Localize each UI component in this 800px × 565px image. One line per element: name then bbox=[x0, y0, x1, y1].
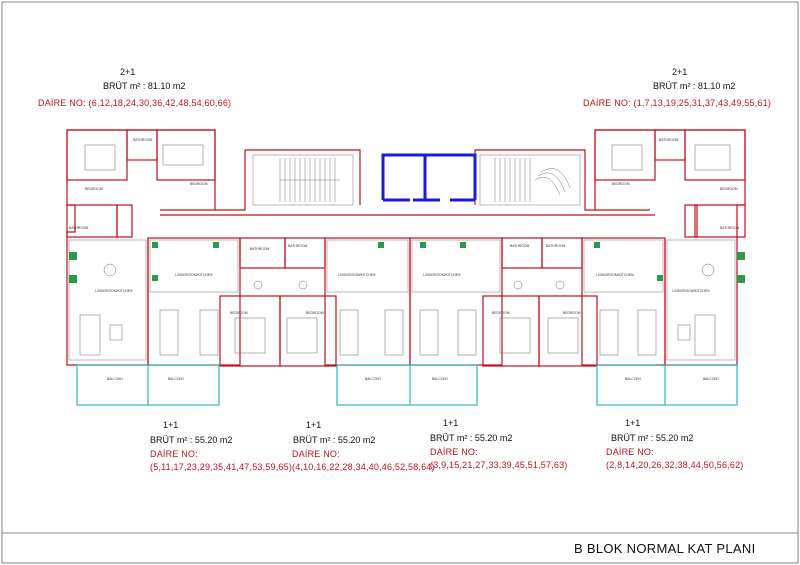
room-label-bathroom-ul: BATHROOM bbox=[133, 138, 153, 142]
unit-daire-label-1plus1-3: DAİRE NO: bbox=[430, 447, 478, 457]
room-label-bathroom-ur2: BATHROOM bbox=[720, 226, 740, 230]
room-label-living-2: LIVINGROOM/KITCHEN bbox=[338, 273, 376, 277]
room-label-living-3: LIVINGROOM/KITCHEN bbox=[423, 273, 461, 277]
unit-daire-label-1plus1-1: DAİRE NO: bbox=[150, 449, 198, 459]
unit-area-2plus1-right: BRÜT m² : 81.10 m2 bbox=[653, 81, 736, 91]
room-label-bathroom-ul2: BATHROOM bbox=[69, 226, 89, 230]
room-label-bedroom-1: BEDROOM bbox=[230, 311, 248, 315]
unit-numbers-2plus1-left: DAİRE NO: (6,12,18,24,30,36,42,48,54,60,… bbox=[38, 98, 232, 108]
unit-numbers-1plus1-3: (3,9,15,21,27,33,39,45,51,57,63) bbox=[430, 460, 568, 470]
unit-area-2plus1-left: BRÜT m² : 81.10 m2 bbox=[103, 81, 186, 91]
unit-area-1plus1-4: BRÜT m² : 55.20 m2 bbox=[611, 433, 694, 443]
unit-daire-label-1plus1-2: DAİRE NO: bbox=[292, 449, 340, 459]
room-label-balcony-1: BALCONY bbox=[107, 377, 124, 381]
unit-type-1plus1-2: 1+1 bbox=[306, 420, 322, 430]
room-label-bathroom-4: BATHROOM bbox=[546, 244, 566, 248]
unit-area-1plus1-1: BRÜT m² : 55.20 m2 bbox=[150, 435, 233, 445]
room-label-bedroom-ul1: BEDROOM bbox=[85, 187, 103, 191]
room-label-living-r: LIVINGROOM/KITCHEN bbox=[672, 289, 710, 293]
room-label-bedroom-4: BEDROOM bbox=[563, 311, 581, 315]
room-label-bedroom-ur1: BEDROOM bbox=[612, 182, 630, 186]
unit-area-1plus1-3: BRÜT m² : 55.20 m2 bbox=[430, 433, 513, 443]
room-label-bathroom-1: BATHROOM bbox=[250, 247, 270, 251]
room-label-living-l: LIVINGROOM/KITCHEN bbox=[95, 289, 133, 293]
furniture bbox=[79, 144, 731, 356]
room-labels: BATHROOM BEDROOM BEDROOM BATHROOM LIVING… bbox=[69, 138, 740, 381]
room-label-living-1: LIVINGROOM/KITCHEN bbox=[175, 273, 213, 277]
room-label-bedroom-2: BEDROOM bbox=[306, 311, 324, 315]
balconies bbox=[76, 364, 738, 406]
unit-numbers-1plus1-4: (2,8,14,20,26,32,38,44,50,56,62) bbox=[606, 460, 744, 470]
room-label-bedroom-ul2: BEDROOM bbox=[190, 182, 208, 186]
unit-daire-label-1plus1-4: DAİRE NO: bbox=[606, 447, 654, 457]
room-label-living-4: LIVINGROOM/KITCHEN bbox=[596, 273, 634, 277]
room-label-bathroom-3: BATHROOM bbox=[510, 244, 530, 248]
unit-numbers-2plus1-right: DAİRE NO: (1,7,13,19,25,31,37,43,49,55,6… bbox=[583, 98, 772, 108]
unit-area-1plus1-2: BRÜT m² : 55.20 m2 bbox=[293, 435, 376, 445]
interior-lines bbox=[68, 239, 736, 361]
kitchen-units bbox=[69, 242, 745, 283]
unit-numbers-1plus1-1: (5,11,17,23,29,35,41,47,53,59,65) bbox=[150, 462, 293, 472]
elevator-shafts bbox=[381, 153, 477, 202]
exterior-walls bbox=[66, 129, 746, 367]
unit-type-1plus1-3: 1+1 bbox=[443, 418, 459, 428]
room-label-balcony-5: BALCONY bbox=[625, 377, 642, 381]
room-label-bedroom-3: BEDROOM bbox=[492, 311, 510, 315]
unit-type-2plus1-right: 2+1 bbox=[672, 67, 688, 77]
unit-type-1plus1-1: 1+1 bbox=[163, 420, 179, 430]
room-label-bathroom-2: BATHROOM bbox=[288, 244, 308, 248]
room-label-balcony-3: BALCONY bbox=[365, 377, 382, 381]
unit-numbers-1plus1-2: (4,10,16,22,28,34,40,46,52,58,64) bbox=[292, 462, 435, 472]
room-label-bathroom-ur: BATHROOM bbox=[659, 138, 679, 142]
staircase-left bbox=[252, 154, 354, 206]
room-label-balcony-2: BALCONY bbox=[168, 377, 185, 381]
room-label-balcony-4: BALCONY bbox=[432, 377, 449, 381]
unit-type-1plus1-4: 1+1 bbox=[625, 418, 641, 428]
plan-title: B BLOK NORMAL KAT PLANI bbox=[574, 541, 756, 556]
room-label-balcony-6: BALCONY bbox=[703, 377, 720, 381]
room-label-bedroom-ur2: BEDROOM bbox=[720, 187, 738, 191]
staircase-right bbox=[479, 154, 581, 206]
unit-type-2plus1-left: 2+1 bbox=[120, 67, 136, 77]
